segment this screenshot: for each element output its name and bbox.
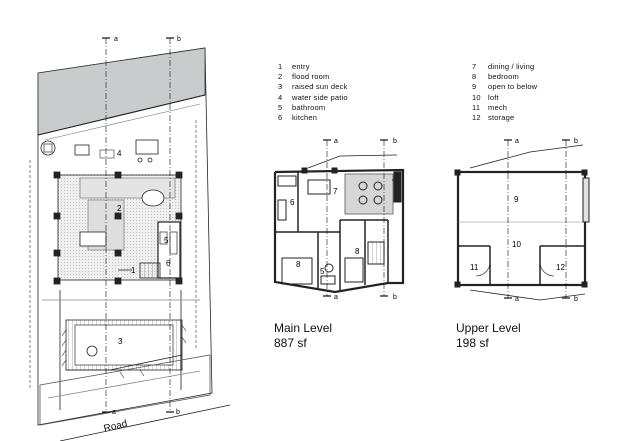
upper-room-10: 10 [512, 240, 521, 249]
site-room-4: 4 [117, 149, 122, 158]
main-room-8b: 8 [355, 247, 360, 256]
site-room-3: 3 [118, 337, 123, 346]
site-section-b-bottom: b [176, 409, 180, 416]
site-section-a-bottom: a [112, 409, 116, 416]
upper-level-title: Upper Level [456, 321, 521, 335]
upper-section-lines [507, 140, 567, 298]
main-room-5: 5 [320, 267, 325, 276]
upper-room-11: 11 [470, 263, 479, 272]
main-room-8a: 8 [296, 260, 301, 269]
main-level-area: 887 sf [274, 336, 307, 350]
patio-round-table [40, 140, 56, 156]
upper-level-caption: Upper Level 198 sf [456, 321, 521, 351]
upper-section-a-top: a [515, 138, 519, 145]
main-level-plan [273, 154, 405, 294]
site-section-a-top: a [114, 36, 118, 43]
upper-section-a-bottom: a [515, 296, 519, 303]
upper-section-markers [504, 139, 570, 299]
upper-section-b-top: b [574, 138, 578, 145]
main-level-title: Main Level [274, 321, 333, 335]
main-section-b-bottom: b [393, 294, 397, 301]
main-room-7: 7 [333, 187, 338, 196]
upper-level-plan [454, 144, 590, 301]
site-plan [29, 47, 213, 426]
main-level-caption: Main Level 887 sf [274, 321, 332, 351]
main-section-markers [323, 139, 388, 297]
site-section-markers [102, 37, 174, 413]
site-room-6: 6 [166, 259, 171, 268]
upper-room-9: 9 [514, 195, 519, 204]
upper-level-area: 198 sf [456, 336, 489, 350]
main-section-lines [326, 140, 385, 296]
road-line [59, 404, 231, 441]
site-room-5: 5 [164, 236, 169, 245]
site-room-2: 2 [117, 204, 122, 213]
upper-section-b-bottom: b [574, 296, 578, 303]
main-section-a-top: a [334, 138, 338, 145]
site-section-lines [105, 38, 171, 412]
upper-room-12: 12 [556, 263, 565, 272]
main-room-6: 6 [290, 198, 295, 207]
site-room-1: 1 [131, 266, 136, 275]
site-section-b-top: b [177, 36, 181, 43]
main-section-a-bottom: a [334, 294, 338, 301]
main-section-b-top: b [393, 138, 397, 145]
